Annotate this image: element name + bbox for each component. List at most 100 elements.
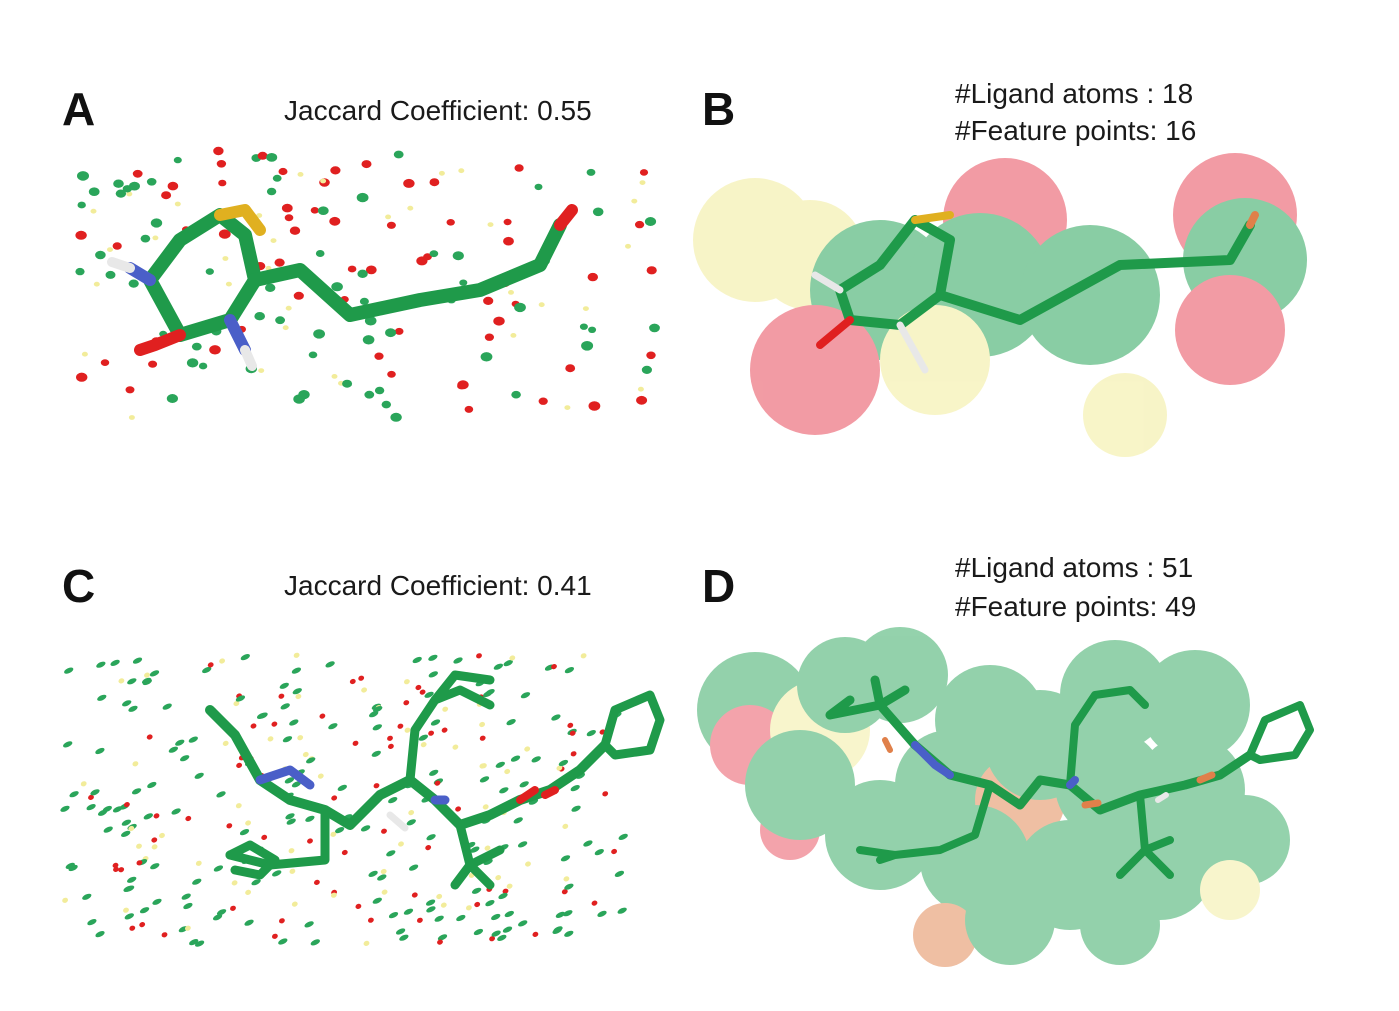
feature-point [503, 236, 514, 246]
feature-point [304, 921, 314, 928]
feature-point [479, 735, 486, 741]
feature-point [115, 189, 127, 198]
feature-point [123, 907, 129, 913]
feature-point [591, 900, 598, 906]
feature-point [367, 917, 374, 923]
feature-point [308, 351, 318, 359]
feature-point [408, 810, 415, 816]
feature-point [77, 171, 89, 181]
feature-point [341, 849, 348, 856]
feature-point [75, 230, 87, 240]
feature-point [329, 216, 341, 226]
feature-point [357, 269, 368, 278]
feature-point [377, 874, 387, 881]
feature-point [592, 207, 604, 217]
feature-point [168, 746, 179, 753]
feature-point [128, 705, 138, 712]
feature-point [434, 915, 444, 922]
feature-point [150, 218, 163, 228]
feature-point [407, 205, 414, 211]
feature-point [580, 653, 587, 659]
feature-point [373, 783, 380, 789]
feature-point [313, 879, 320, 885]
feature-point [88, 187, 100, 196]
feature-point [152, 898, 162, 905]
feature-point [289, 868, 296, 874]
feature-point [185, 815, 192, 822]
feature-point [525, 861, 531, 867]
feature-point [374, 386, 385, 395]
feature-point [198, 362, 208, 370]
feature-point [510, 755, 521, 762]
feature-point [380, 868, 387, 875]
feature-point [534, 183, 543, 191]
feature-point [563, 910, 573, 917]
feature-point [63, 741, 73, 748]
feature-point [503, 660, 513, 667]
feature-point [423, 253, 432, 261]
feature-point [408, 864, 419, 871]
feature-point [147, 781, 157, 789]
feature-point [438, 170, 445, 176]
panel-d-feature-spheres [697, 627, 1290, 967]
feature-point [403, 178, 415, 188]
panel-c-points [60, 652, 628, 947]
feature-point [236, 762, 243, 768]
feature-point [352, 740, 359, 746]
feature-point [305, 815, 315, 822]
feature-point [225, 281, 232, 287]
feature-point [150, 863, 160, 870]
feature-point [395, 928, 406, 935]
feature-point [77, 201, 86, 209]
feature-point [470, 846, 480, 853]
feature-point [274, 258, 285, 267]
feature-point [271, 933, 278, 939]
feature-point [480, 763, 487, 769]
feature-point [504, 910, 514, 918]
feature-point [313, 329, 325, 339]
feature-point [564, 667, 575, 674]
feature-point [235, 803, 242, 809]
feature-point [166, 394, 178, 403]
feature-point [102, 805, 112, 813]
feature-point [330, 892, 337, 898]
feature-point [307, 838, 313, 844]
feature-point [588, 401, 601, 411]
feature-point [429, 178, 440, 187]
feature-point [60, 805, 70, 812]
feature-point [561, 889, 568, 895]
feature-point [635, 220, 645, 229]
feature-point [434, 780, 441, 786]
feature-point [105, 270, 116, 279]
feature-point [194, 772, 204, 779]
feature-point [310, 939, 320, 946]
panel-a-ligand [107, 204, 578, 371]
feature-point [403, 700, 410, 706]
feature-point [123, 802, 130, 808]
feature-point [514, 302, 526, 313]
feature-point [532, 931, 539, 937]
feature-point [418, 734, 429, 741]
feature-point [428, 671, 438, 678]
feature-sphere [1140, 650, 1250, 760]
feature-point [95, 931, 105, 938]
feature-point [152, 235, 159, 241]
feature-point [564, 883, 574, 890]
feature-point [511, 390, 521, 399]
feature-point [361, 687, 368, 693]
feature-point [331, 795, 338, 801]
feature-point [429, 769, 439, 776]
feature-point [426, 906, 436, 913]
feature-point [503, 218, 512, 226]
feature-point [267, 736, 274, 742]
feature-point [483, 296, 494, 305]
feature-point [146, 178, 157, 186]
feature-point [118, 678, 125, 684]
feature-point [394, 327, 404, 335]
feature-point [446, 219, 455, 226]
feature-point [282, 736, 293, 743]
feature-point [369, 711, 379, 718]
feature-point [385, 214, 392, 220]
feature-point [306, 757, 316, 764]
feature-point [251, 879, 261, 886]
